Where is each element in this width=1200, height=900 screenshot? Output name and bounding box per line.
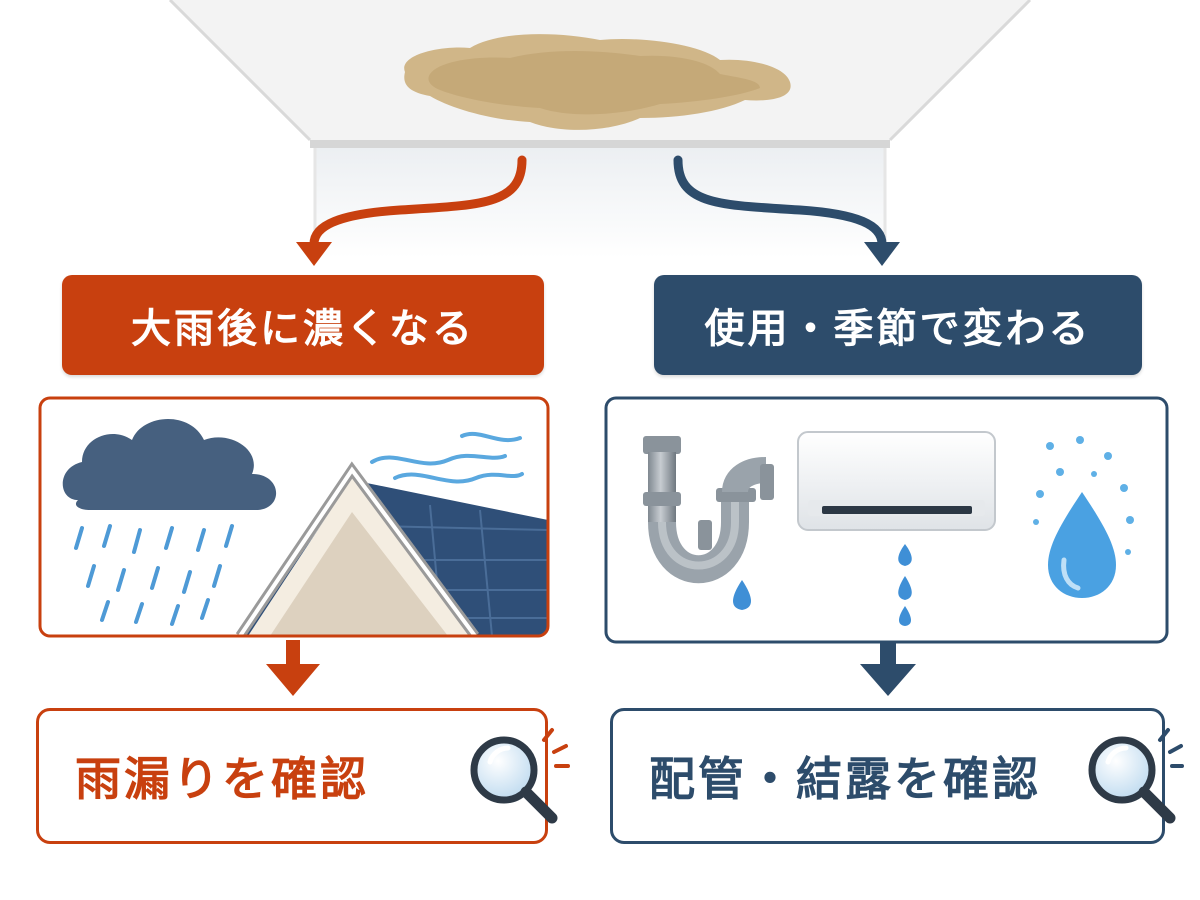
water-stain bbox=[404, 34, 791, 130]
magnifying-glass-icon bbox=[470, 728, 570, 824]
check-roof-leak-box: 雨漏りを確認 bbox=[36, 708, 548, 844]
air-conditioner-icon bbox=[797, 431, 996, 626]
arrow-right-down bbox=[860, 642, 916, 696]
arrow-left-curve bbox=[296, 155, 527, 266]
water-drop-icon bbox=[1033, 436, 1134, 598]
arrow-right-curve bbox=[673, 155, 900, 266]
check-roof-leak-text: 雨漏りを確認 bbox=[75, 752, 369, 806]
magnifying-glass-icon bbox=[1088, 728, 1184, 824]
cause-label-usage-season: 使用・季節で変わる bbox=[654, 275, 1142, 375]
rain-cloud-icon bbox=[62, 418, 277, 626]
cause-label-heavy-rain-text: 大雨後に濃くなる bbox=[131, 306, 475, 352]
drain-pipe-icon bbox=[643, 436, 774, 610]
cause-label-usage-season-text: 使用・季節で変わる bbox=[704, 306, 1092, 352]
check-pipe-condensation-text: 配管・結露を確認 bbox=[649, 752, 1041, 806]
roof-icon bbox=[235, 461, 548, 636]
left-image-panel bbox=[38, 396, 550, 638]
check-pipe-condensation-box: 配管・結露を確認 bbox=[610, 708, 1165, 844]
wind-icon bbox=[370, 431, 524, 484]
right-image-panel bbox=[604, 396, 1169, 644]
arrow-left-down bbox=[266, 640, 320, 696]
ceiling bbox=[0, 0, 1200, 258]
cause-label-heavy-rain: 大雨後に濃くなる bbox=[62, 275, 544, 375]
